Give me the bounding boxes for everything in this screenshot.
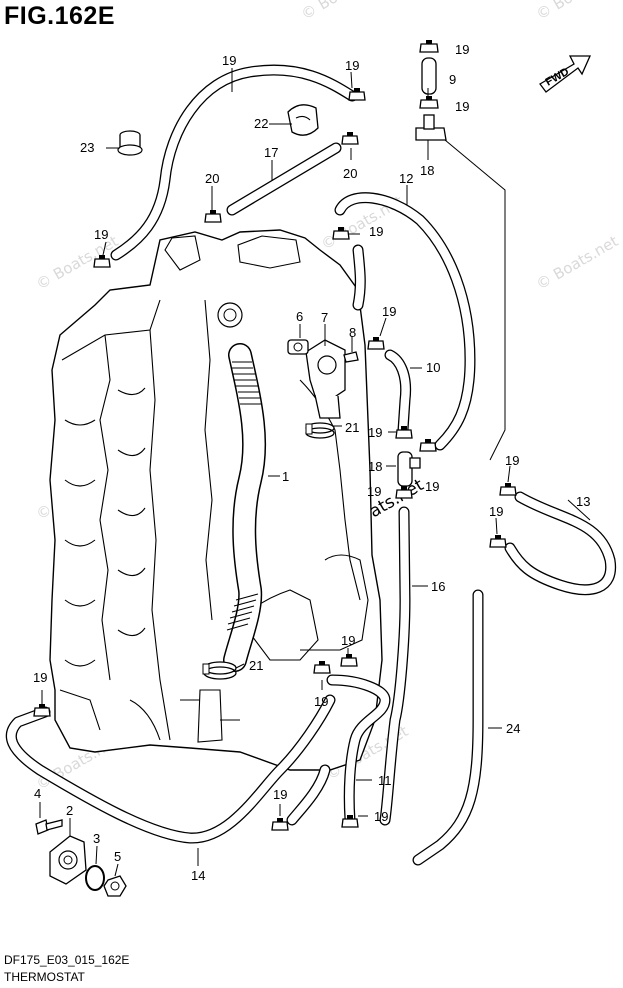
- callout-2: 2: [66, 803, 73, 818]
- plug-5: [103, 875, 127, 897]
- joint-18-mid: [397, 451, 421, 487]
- callout-19: 19: [505, 453, 519, 468]
- hose-short-top: [352, 244, 366, 311]
- callout-21: 21: [249, 658, 263, 673]
- joint-18-top: [415, 114, 447, 141]
- bolt-4: [35, 819, 63, 835]
- engine-cylinder-block: [49, 229, 383, 771]
- hose-16: [379, 506, 411, 826]
- callout-19: 19: [374, 809, 388, 824]
- clamp-19: [332, 227, 350, 240]
- forward-arrow-icon: FWD: [539, 55, 592, 93]
- callout-19: 19: [455, 42, 469, 57]
- thermostat-cover: [305, 339, 346, 419]
- clamp-19: [489, 535, 507, 548]
- clamp-19-group: [33, 40, 517, 831]
- hose-9: [421, 57, 437, 95]
- callout-19: 19: [382, 304, 396, 319]
- clamp-20: [341, 132, 359, 145]
- callout-16: 16: [431, 579, 445, 594]
- callout-19: 19: [368, 425, 382, 440]
- callout-8: 8: [349, 325, 356, 340]
- callout-3: 3: [93, 831, 100, 846]
- callout-22: 22: [254, 116, 268, 131]
- callout-19: 19: [425, 479, 439, 494]
- bolt-8: [343, 351, 359, 363]
- callout-1: 1: [282, 469, 289, 484]
- callout-10: 10: [426, 360, 440, 375]
- clamp-19: [395, 426, 413, 439]
- clamp-19: [419, 439, 437, 452]
- clamp-19: [93, 255, 111, 268]
- clamp-20-group: [204, 132, 359, 223]
- hose-15: [110, 64, 358, 261]
- figure-title: FIG.162E: [4, 2, 115, 30]
- hose-clamp-21: [305, 422, 335, 439]
- leader-hose-route: [444, 139, 506, 461]
- callout-19: 19: [341, 633, 355, 648]
- clamp-19: [367, 337, 385, 350]
- cover-2: [49, 835, 87, 885]
- callout-23: 23: [80, 140, 94, 155]
- hose-17: [226, 142, 342, 216]
- callout-19: 19: [314, 694, 328, 709]
- callout-19: 19: [489, 504, 503, 519]
- callout-6: 6: [296, 309, 303, 324]
- watermark-text: © Boats.net: [533, 0, 621, 23]
- callout-4: 4: [34, 786, 41, 801]
- callout-19: 19: [94, 227, 108, 242]
- thermostat-hose: [223, 343, 267, 672]
- clamp-19: [348, 88, 366, 101]
- callout-24: 24: [506, 721, 520, 736]
- clamp-20: [204, 210, 222, 223]
- fwd-label: FWD: [544, 66, 572, 89]
- clamp-19: [271, 818, 289, 831]
- thermostat: [287, 339, 309, 355]
- callout-18: 18: [368, 459, 382, 474]
- clamp-19: [340, 654, 358, 667]
- callout-11: 11: [378, 773, 392, 788]
- callout-19: 19: [367, 484, 381, 499]
- watermark-text: © Boats.net: [298, 0, 386, 23]
- callout-19: 19: [273, 787, 287, 802]
- callout-17: 17: [264, 145, 278, 160]
- clamp-19: [313, 661, 331, 674]
- clamp-19: [419, 40, 439, 53]
- hose-14: [5, 694, 336, 844]
- watermark-text: © Boats.net: [533, 232, 621, 293]
- leader-lines: [39, 68, 591, 877]
- model-code: DF175_E03_015_162E: [4, 953, 130, 967]
- clamp-19: [33, 704, 51, 717]
- hose-12: [334, 192, 476, 451]
- callout-19: 19: [33, 670, 47, 685]
- callout-19: 19: [455, 99, 469, 114]
- callout-15: 19: [222, 53, 236, 68]
- clamp-19: [499, 483, 517, 496]
- callout-12: 12: [399, 171, 413, 186]
- callout-20: 20: [205, 171, 219, 186]
- hose-11: [286, 674, 391, 826]
- callout-5: 5: [114, 849, 121, 864]
- callout-20: 20: [343, 166, 357, 181]
- o-ring-3: [85, 865, 105, 891]
- hose-24: [412, 589, 484, 866]
- callout-labels: 19 19 19 9 19 22 23 18 17 20 20 12 19 19…: [33, 42, 590, 883]
- callout-7: 7: [321, 310, 328, 325]
- callout-13: 13: [576, 494, 590, 509]
- callout-19: 19: [345, 58, 359, 73]
- callout-14: 14: [191, 868, 205, 883]
- clamp-19: [341, 815, 359, 828]
- clip-22: [287, 104, 319, 136]
- callout-19: 19: [369, 224, 383, 239]
- callout-18: 18: [420, 163, 434, 178]
- hose-13: [504, 491, 617, 596]
- callout-21: 21: [345, 420, 359, 435]
- clamp-19: [395, 486, 413, 499]
- figure-subtitle: THERMOSTAT: [4, 970, 85, 984]
- callout-9: 9: [449, 72, 456, 87]
- grommet-23: [117, 130, 143, 156]
- hose-10: [384, 349, 412, 436]
- clamp-19: [419, 96, 439, 109]
